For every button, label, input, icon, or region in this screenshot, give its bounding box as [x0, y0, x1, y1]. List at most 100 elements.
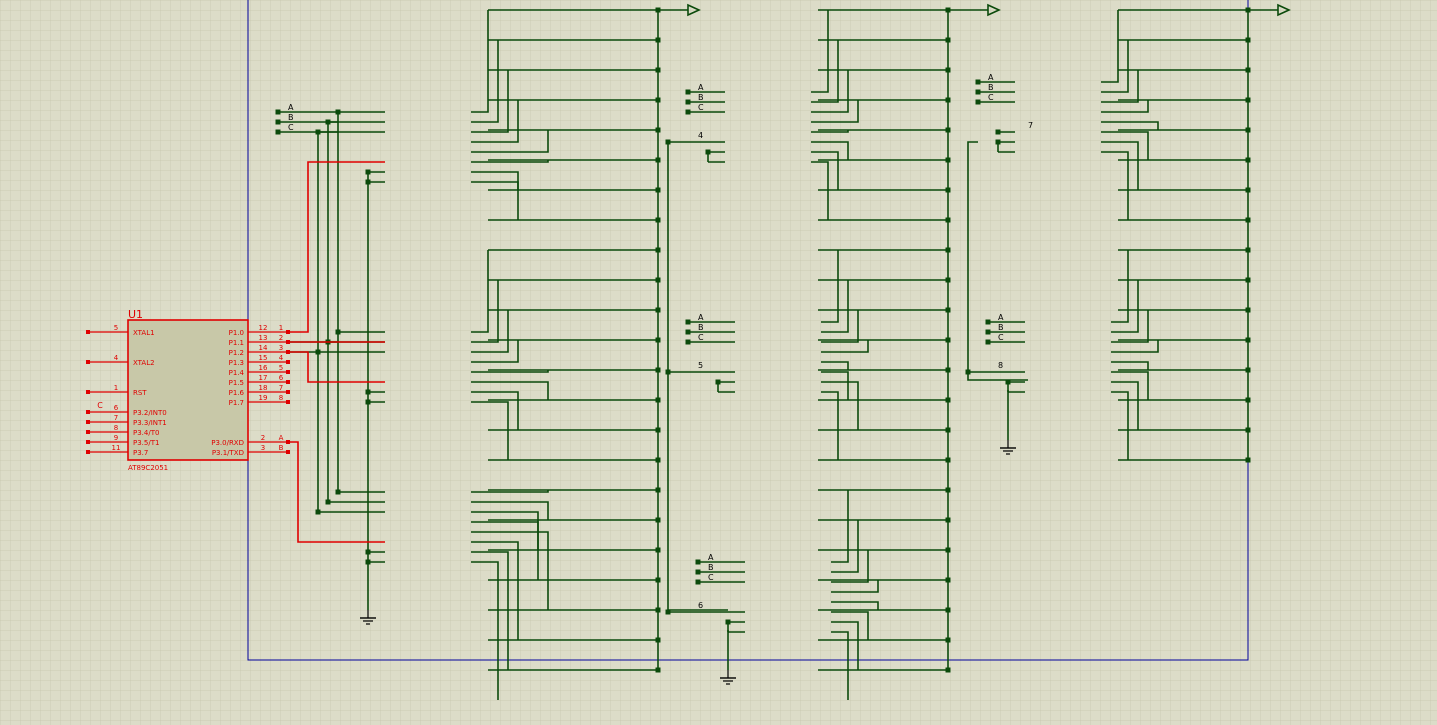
wires — [275, 7, 1278, 700]
wire — [1101, 131, 1149, 160]
junction-dot — [695, 559, 701, 565]
wire — [471, 160, 549, 163]
wire — [1101, 151, 1129, 220]
mcu-pin-net: B — [279, 444, 284, 452]
wire — [471, 280, 499, 343]
wire — [471, 521, 539, 580]
mcu-pin-label: P1.5 — [229, 379, 244, 387]
wire — [1101, 100, 1149, 113]
mcu-pin-label: P1.2 — [229, 349, 244, 357]
mcu-pin-net: A — [279, 434, 284, 442]
wire — [821, 381, 859, 430]
wire — [811, 40, 839, 103]
mcu-part: AT89C2051 — [128, 464, 168, 472]
junction-dot — [965, 369, 971, 375]
mcu-pin-label: P1.4 — [229, 369, 245, 377]
wire — [831, 611, 869, 640]
wire — [1111, 250, 1129, 323]
wire — [811, 161, 829, 220]
wire — [831, 580, 879, 593]
junction-dot — [975, 99, 981, 105]
junction-dot — [985, 329, 991, 335]
wire — [821, 361, 849, 370]
net-label: A — [708, 553, 714, 562]
wire — [471, 310, 509, 353]
mcu-pin-net: 1 — [279, 324, 283, 332]
net-label: C — [698, 103, 704, 112]
wire — [831, 601, 879, 610]
wire — [471, 100, 519, 143]
net-arrow — [1277, 3, 1291, 17]
mcu-pin-number: 13 — [259, 334, 268, 342]
net-label: 8 — [998, 361, 1003, 370]
wire — [1111, 340, 1159, 353]
junction-dot — [995, 129, 1001, 135]
wire — [471, 541, 519, 640]
junction-dot — [665, 139, 671, 145]
mcu-pin-number: 18 — [259, 384, 268, 392]
mcu-pin-number: 11 — [112, 444, 121, 452]
mcu-pin-number: 12 — [259, 324, 268, 332]
junction-dot — [365, 179, 371, 185]
junction-dot — [365, 549, 371, 555]
mcu-pin-label: P1.0 — [229, 329, 244, 337]
net-label: C — [708, 573, 714, 582]
wire — [831, 520, 859, 573]
net-label: A — [998, 313, 1004, 322]
wire — [288, 441, 385, 543]
ground-symbol — [360, 610, 376, 625]
mcu-pin-net: 3 — [279, 344, 283, 352]
wire — [811, 10, 829, 93]
mcu-pin-label: P3.4/T0 — [133, 429, 159, 437]
mcu-pin-net: 8 — [279, 394, 283, 402]
junction-dot — [985, 339, 991, 345]
wire — [471, 531, 549, 610]
mcu-ref: U1 — [128, 308, 143, 321]
wire — [471, 40, 499, 123]
mcu-pin-number: 16 — [259, 364, 268, 372]
net-label: A — [698, 313, 704, 322]
junction-dot — [715, 379, 721, 385]
mcu-pin-label: XTAL2 — [133, 359, 155, 367]
mcu-pin-label: P3.2/INT0 — [133, 409, 167, 417]
net-label: 5 — [698, 361, 703, 370]
mcu-pin-label: P1.7 — [229, 399, 244, 407]
wire — [471, 561, 499, 700]
junction-dot — [365, 399, 371, 405]
wire — [471, 551, 509, 670]
ground-symbol — [1000, 440, 1016, 455]
mcu-pin-label: P1.1 — [229, 339, 244, 347]
mcu-pin-number: 6 — [114, 404, 119, 412]
net-label: C — [998, 333, 1004, 342]
junction-dot — [275, 129, 281, 135]
mcu-pin-label: XTAL1 — [133, 329, 155, 337]
wire — [1111, 381, 1139, 430]
mcu-pin-net: 5 — [279, 364, 283, 372]
net-label: C — [988, 93, 994, 102]
mcu-pin-label: P1.3 — [229, 359, 244, 367]
mcu-pin-number: 5 — [114, 324, 118, 332]
mcu-pin-number: 8 — [114, 424, 118, 432]
wire — [1101, 70, 1139, 103]
wire — [1101, 10, 1119, 83]
wire — [1101, 141, 1139, 190]
net-label: C — [288, 123, 294, 132]
wire — [288, 161, 385, 333]
wire — [1101, 121, 1159, 130]
junction-dot — [315, 349, 321, 355]
red-wires — [288, 161, 385, 543]
wire — [471, 10, 489, 113]
mcu-pin-label: P3.1/TXD — [212, 449, 244, 457]
net-label: B — [998, 323, 1004, 332]
wire — [288, 351, 385, 383]
wire — [471, 250, 489, 333]
mcu-pin-net: 4 — [279, 354, 284, 362]
components: U1AT89C2051XTAL15XTAL24RST1P3.2/INT06P3.… — [86, 3, 1291, 685]
junction-dot — [975, 79, 981, 85]
wire — [471, 490, 549, 493]
wire — [811, 70, 849, 113]
mcu-pin-number: 19 — [259, 394, 268, 402]
junction-dot — [275, 119, 281, 125]
net-label: A — [988, 73, 994, 82]
